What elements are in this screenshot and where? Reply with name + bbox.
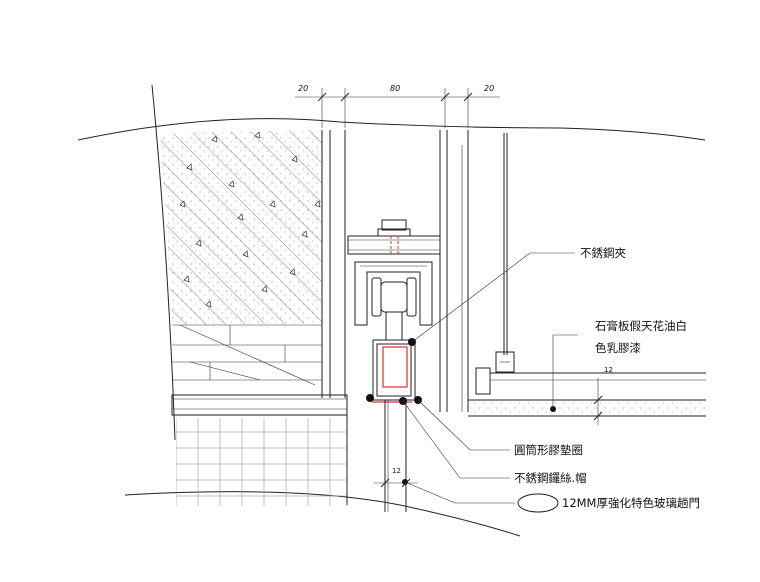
leader-lines — [402, 252, 578, 513]
vertical-frame — [321, 130, 508, 412]
soffit-lines — [172, 324, 322, 386]
annotations: 不銹鋼夾 石膏板假天花油白 色乳膠漆 圓筒形膠墊圈 不銹鋼鑼絲.帽 12MM厚強… — [514, 246, 700, 510]
label-rubber-washer: 圓筒形膠墊圈 — [514, 443, 583, 457]
label-gypsum-line2: 色乳膠漆 — [595, 341, 641, 355]
glass-dimension: 12 — [374, 467, 418, 488]
label-gypsum-line1: 石膏板假天花油白 — [595, 319, 687, 333]
label-stainless-bolt: 不銹鋼鑼絲.帽 — [514, 471, 587, 485]
dim-top-right: 20 — [484, 84, 494, 93]
sliding-track-assembly — [347, 219, 441, 512]
ceiling-gap-dimension: 12 — [593, 366, 613, 425]
label-stainless-clip: 不銹鋼夾 — [580, 246, 626, 260]
dim-top-mid: 80 — [390, 84, 400, 93]
glass-door-callout-ellipse — [517, 493, 559, 513]
top-dimension: 20 80 20 — [295, 84, 500, 128]
washer-dot-left — [366, 394, 374, 402]
dim-ceiling-gap: 12 — [604, 366, 613, 374]
concrete-beam — [160, 130, 322, 325]
label-glass-door: 12MM厚強化特色玻璃趟門 — [562, 496, 700, 510]
lower-wall — [171, 394, 348, 506]
dim-glass-thickness: 12 — [392, 467, 401, 475]
dim-top-left: 20 — [298, 84, 308, 93]
gypsum-ceiling — [468, 351, 706, 417]
aggregate-marks — [179, 131, 321, 308]
